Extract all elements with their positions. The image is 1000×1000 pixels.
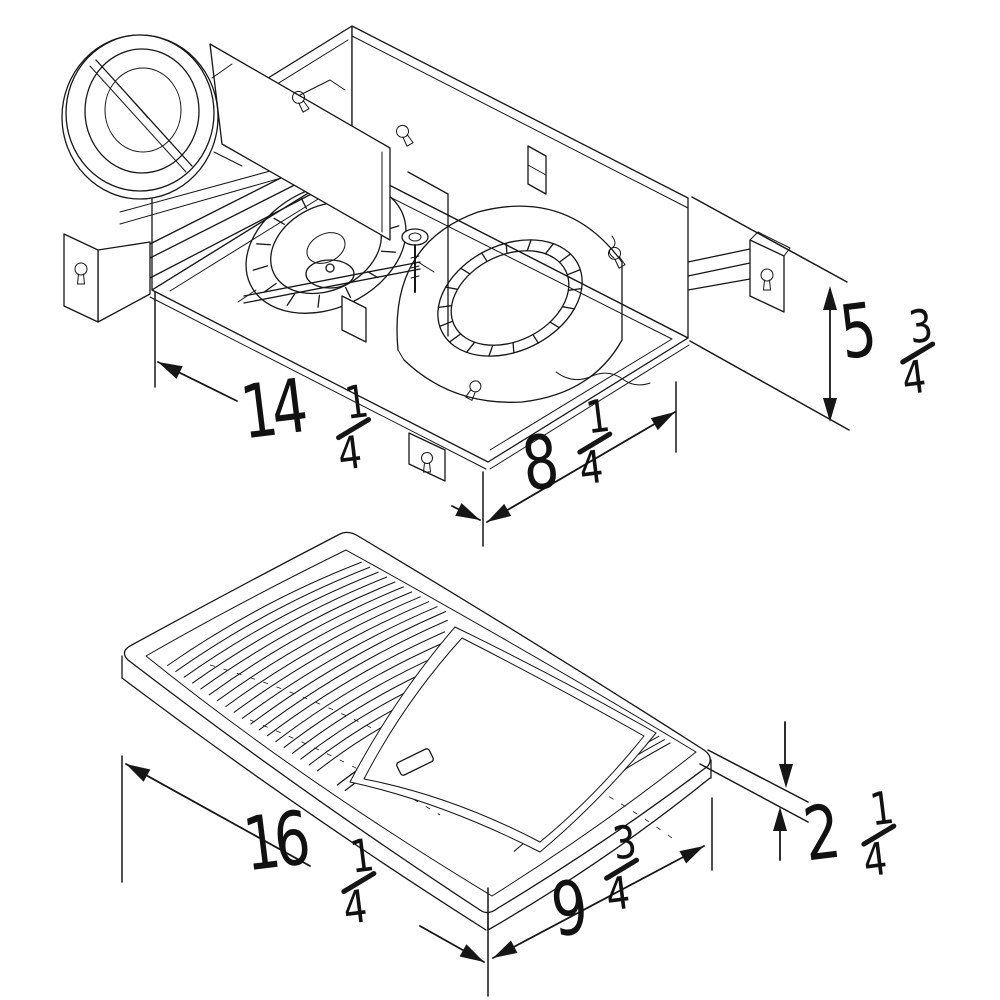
- wall-keyhole-slot: [290, 89, 311, 113]
- dimension-grille-height-annotation: [700, 722, 808, 860]
- dimension-whole-number: 14: [236, 363, 308, 457]
- grille-center-panel: [350, 627, 656, 852]
- dimension-whole-number: 16: [238, 795, 310, 889]
- dimension-whole-number: 8: [517, 419, 559, 509]
- motor-mount-bar: [238, 260, 434, 303]
- dimension-housing-height-label: 5 3 4: [832, 287, 946, 408]
- bottom-mounting-ear: [409, 433, 445, 481]
- right-bracket-keyhole-slot: [761, 269, 773, 290]
- interior-divider-wall: [408, 172, 448, 336]
- dimension-grille-length-label: 16 1 4: [231, 795, 388, 943]
- rim-clip: [609, 236, 615, 258]
- grille-inner-rim: [146, 550, 696, 896]
- dimension-housing-length-annotation: [155, 292, 483, 546]
- electrical-knockout: [528, 146, 546, 194]
- dimension-grille-width-label: 9 3 4: [537, 815, 652, 955]
- wiring: [556, 372, 650, 385]
- dimension-housing-width-annotation: [487, 382, 676, 522]
- dimension-grille-height-label: 2 1 4: [795, 781, 908, 890]
- right-mounting-bracket: [750, 240, 784, 312]
- grille-cover-drawing: [122, 532, 711, 930]
- right-hanger-bar: [688, 232, 790, 312]
- fan-wheel: [418, 217, 601, 379]
- dimension-whole-number: 9: [546, 865, 588, 955]
- dimension-whole-number: 5: [835, 287, 877, 377]
- rim-keyhole-slot: [464, 379, 483, 401]
- dimension-housing-height-annotation: [690, 197, 849, 430]
- grille-thickness-edges: [122, 656, 711, 930]
- duct-collar: [62, 35, 242, 199]
- housing-assembly-drawing: [62, 26, 790, 481]
- left-bracket-keyhole-slot: [75, 263, 87, 284]
- panel-keyhole-slot: [394, 123, 415, 147]
- dimension-housing-length-label: 14 1 4: [228, 363, 382, 489]
- left-mounting-bracket: [64, 234, 98, 322]
- mounting-bolt: [402, 229, 428, 292]
- rim-bent-tab: [342, 296, 366, 342]
- blower-assembly: [397, 206, 622, 402]
- dimension-whole-number: 2: [798, 789, 840, 879]
- dimension-grille-length-annotation: [122, 756, 488, 996]
- dimension-grille-width-annotation: [493, 798, 712, 958]
- dimension-housing-width-label: 8 1 4: [511, 389, 624, 509]
- grille-handle-slot: [396, 748, 434, 776]
